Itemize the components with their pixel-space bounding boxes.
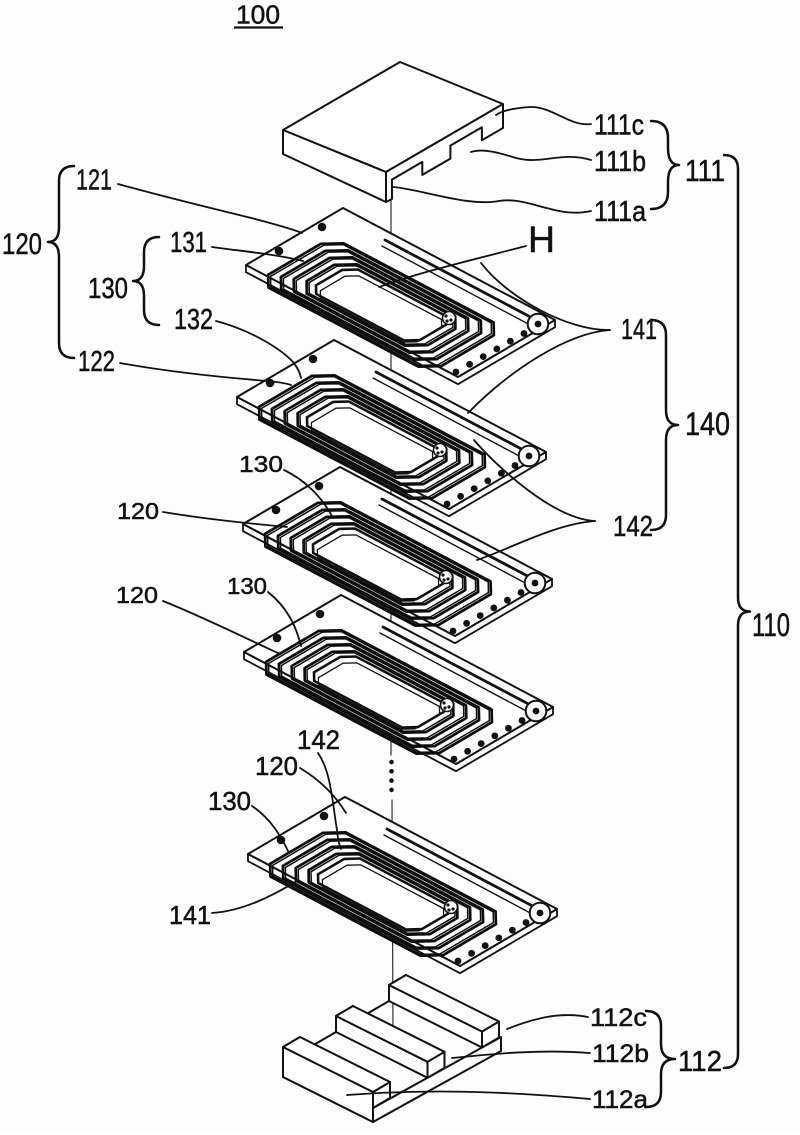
svg-text:122: 122 — [78, 346, 115, 378]
svg-text:130: 130 — [88, 273, 128, 305]
svg-text:141: 141 — [169, 900, 211, 930]
svg-text:130: 130 — [208, 786, 251, 816]
svg-text:120: 120 — [117, 498, 159, 524]
svg-text:111c: 111c — [594, 110, 644, 142]
svg-text:140: 140 — [685, 406, 730, 442]
svg-text:111a: 111a — [594, 196, 647, 228]
svg-text:110: 110 — [752, 607, 790, 643]
svg-text:112c: 112c — [590, 1004, 647, 1032]
svg-text:130: 130 — [227, 573, 267, 599]
svg-text:100: 100 — [236, 0, 280, 30]
svg-text:142: 142 — [613, 511, 653, 543]
svg-text:112a: 112a — [592, 1086, 648, 1114]
svg-text:111: 111 — [685, 153, 725, 188]
svg-text:112b: 112b — [592, 1040, 649, 1068]
svg-text:120: 120 — [2, 228, 42, 261]
svg-text:120: 120 — [255, 751, 298, 781]
svg-text:142: 142 — [297, 725, 340, 755]
svg-text:141: 141 — [621, 314, 657, 346]
svg-text:131: 131 — [170, 227, 207, 259]
svg-text:130: 130 — [239, 451, 283, 477]
svg-text:111b: 111b — [594, 146, 646, 178]
svg-text:120: 120 — [116, 582, 158, 608]
svg-text:H: H — [528, 219, 555, 260]
svg-text:132: 132 — [174, 304, 213, 336]
svg-text:121: 121 — [76, 165, 112, 197]
svg-text:112: 112 — [678, 1046, 722, 1078]
